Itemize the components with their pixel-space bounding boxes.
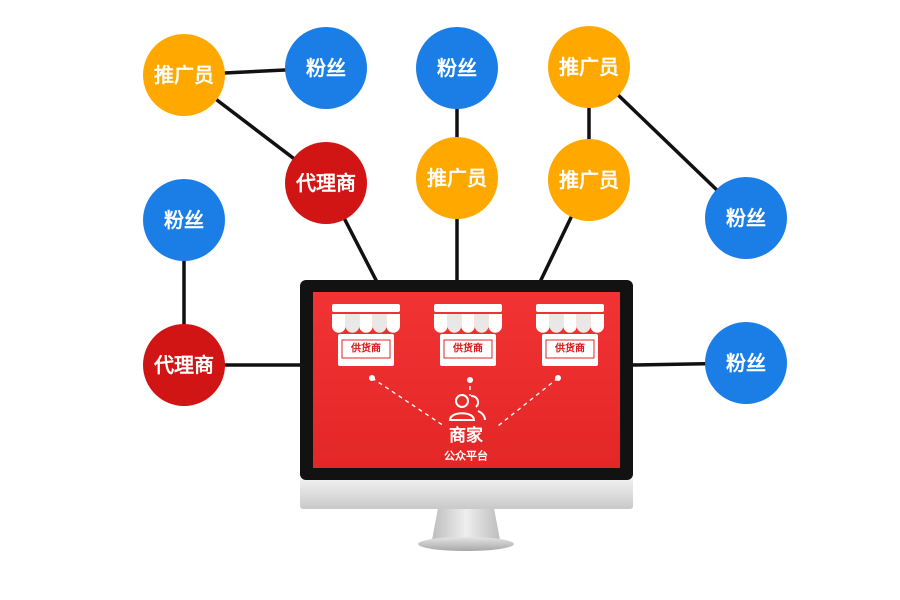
screen-dashed-lines <box>371 377 559 427</box>
node-fan-3: 粉丝 <box>705 177 787 259</box>
merchant-subtitle: 公众平台 <box>444 449 488 463</box>
node-fan-4: 粉丝 <box>143 179 225 261</box>
promoter-label: 推广员 <box>427 166 487 190</box>
node-promoter-4: 推广员 <box>548 139 630 221</box>
monitor-stand-base <box>418 537 514 551</box>
node-agent-1: 代理商 <box>285 142 367 224</box>
fan-label: 粉丝 <box>437 56 477 80</box>
promoter-label: 推广员 <box>559 55 619 79</box>
fan-label: 粉丝 <box>726 351 766 375</box>
agent-label: 代理商 <box>295 171 356 195</box>
screen-dots <box>369 375 561 383</box>
promoter-circle <box>548 139 630 221</box>
promoter-circle <box>143 34 225 116</box>
node-promoter-2: 推广员 <box>548 26 630 108</box>
fan-label: 粉丝 <box>726 206 766 230</box>
node-fan-1: 粉丝 <box>285 27 367 109</box>
network-nodes: 推广员粉丝粉丝推广员代理商推广员推广员粉丝粉丝代理商粉丝 <box>143 26 787 406</box>
agent-circle <box>143 324 225 406</box>
promoter-circle <box>548 26 630 108</box>
supplier-store-icon: 供货商 <box>332 304 400 366</box>
fan-label: 粉丝 <box>164 208 204 232</box>
promoter-label: 推广员 <box>559 168 619 192</box>
merchant-title: 商家 <box>449 425 483 446</box>
fan-circle <box>143 179 225 261</box>
supplier-store-icon: 供货商 <box>536 304 604 366</box>
supplier-label: 供货商 <box>554 342 585 355</box>
node-promoter-1: 推广员 <box>143 34 225 116</box>
fan-circle <box>285 27 367 109</box>
fan-circle <box>705 177 787 259</box>
node-fan-5: 粉丝 <box>705 322 787 404</box>
node-promoter-3: 推广员 <box>416 137 498 219</box>
supplier-stores: 供货商 供货商 供货商 <box>332 304 604 366</box>
node-fan-2: 粉丝 <box>416 27 498 109</box>
monitor: 供货商 供货商 供货商 商家 公众平台 <box>300 280 633 551</box>
fan-circle <box>416 27 498 109</box>
supplier-store-icon: 供货商 <box>434 304 502 366</box>
supplier-label: 供货商 <box>350 342 381 355</box>
supplier-label: 供货商 <box>452 342 483 355</box>
promoter-label: 推广员 <box>154 63 214 87</box>
agent-circle <box>285 142 367 224</box>
fan-circle <box>705 322 787 404</box>
monitor-stand-neck <box>432 508 500 540</box>
monitor-chin <box>300 476 633 509</box>
node-agent-2: 代理商 <box>143 324 225 406</box>
user-group-icon <box>448 394 486 421</box>
promoter-circle <box>416 137 498 219</box>
fan-label: 粉丝 <box>306 56 346 80</box>
agent-label: 代理商 <box>153 353 214 377</box>
